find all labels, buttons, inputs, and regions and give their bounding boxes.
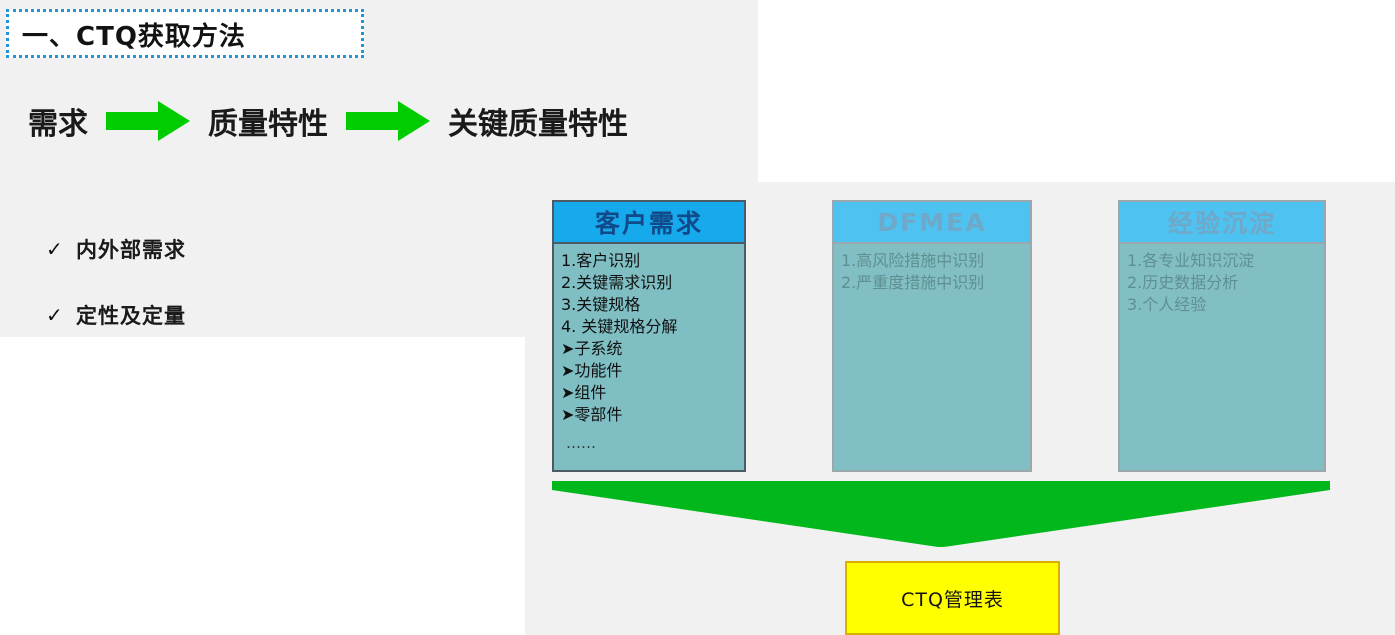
card-title: DFMEA [877,207,987,237]
card-title: 经验沉淀 [1167,209,1276,238]
card-line: ➤零部件 [561,405,623,424]
check-icon: ✓ [46,303,63,327]
card-line: 1.各专业知识沉淀 [1127,251,1255,270]
flow-step-label-3: 关键质量特性 [448,107,628,142]
section-title-box [6,9,364,58]
card-line: 2.历史数据分析 [1127,273,1239,292]
card-title: 客户需求 [594,209,703,238]
source-card-dfmea: DFMEA 1.高风险措施中识别 2.严重度措施中识别 [832,200,1032,472]
checklist-item-label: 内外部需求 [76,238,186,262]
checklist-item-label: 定性及定量 [76,304,186,328]
output-box-label: CTQ管理表 [901,588,1004,611]
card-line: ➤子系统 [561,339,623,358]
card-body: 1.客户识别 2.关键需求识别 3.关键规格 4. 关键规格分解 ➤子系统 ➤功… [554,244,744,452]
card-line: 3.个人经验 [1127,295,1207,314]
source-card-customer-requirements: 客户需求 1.客户识别 2.关键需求识别 3.关键规格 4. 关键规格分解 ➤子… [552,200,746,472]
list-item: ✓ 内外部需求 [46,232,186,266]
card-line: ➤功能件 [561,361,623,380]
list-item: ✓ 定性及定量 [46,298,186,332]
card-line: 3.关键规格 [561,295,641,314]
card-header: 客户需求 [554,202,744,244]
flow-sequence: 需求 质量特性 关键质量特性 [28,95,628,147]
card-line: 1.客户识别 [561,251,641,270]
card-line: 2.关键需求识别 [561,273,673,292]
card-header: 经验沉淀 [1120,202,1324,244]
card-body: 1.高风险措施中识别 2.严重度措施中识别 [834,244,1030,294]
card-line: 2.严重度措施中识别 [841,273,985,292]
card-line: ➤组件 [561,383,607,402]
right-arrow-icon [106,101,190,141]
card-ellipsis: …… [566,434,596,452]
output-box-ctq-table: CTQ管理表 [845,561,1060,635]
check-icon: ✓ [46,237,63,261]
card-body: 1.各专业知识沉淀 2.历史数据分析 3.个人经验 [1120,244,1324,316]
page-title: 一、CTQ获取方法 [22,22,246,52]
card-line: 1.高风险措施中识别 [841,251,985,270]
source-card-experience: 经验沉淀 1.各专业知识沉淀 2.历史数据分析 3.个人经验 [1118,200,1326,472]
down-funnel-arrow-icon [552,481,1330,547]
background-plate-mid-left [0,182,525,337]
flow-step-label-2: 质量特性 [208,107,328,142]
card-line: 4. 关键规格分解 [561,317,678,336]
card-header: DFMEA [834,202,1030,244]
checklist: ✓ 内外部需求 ✓ 定性及定量 [46,232,186,364]
right-arrow-icon [346,101,430,141]
flow-step-label-1: 需求 [28,107,88,142]
